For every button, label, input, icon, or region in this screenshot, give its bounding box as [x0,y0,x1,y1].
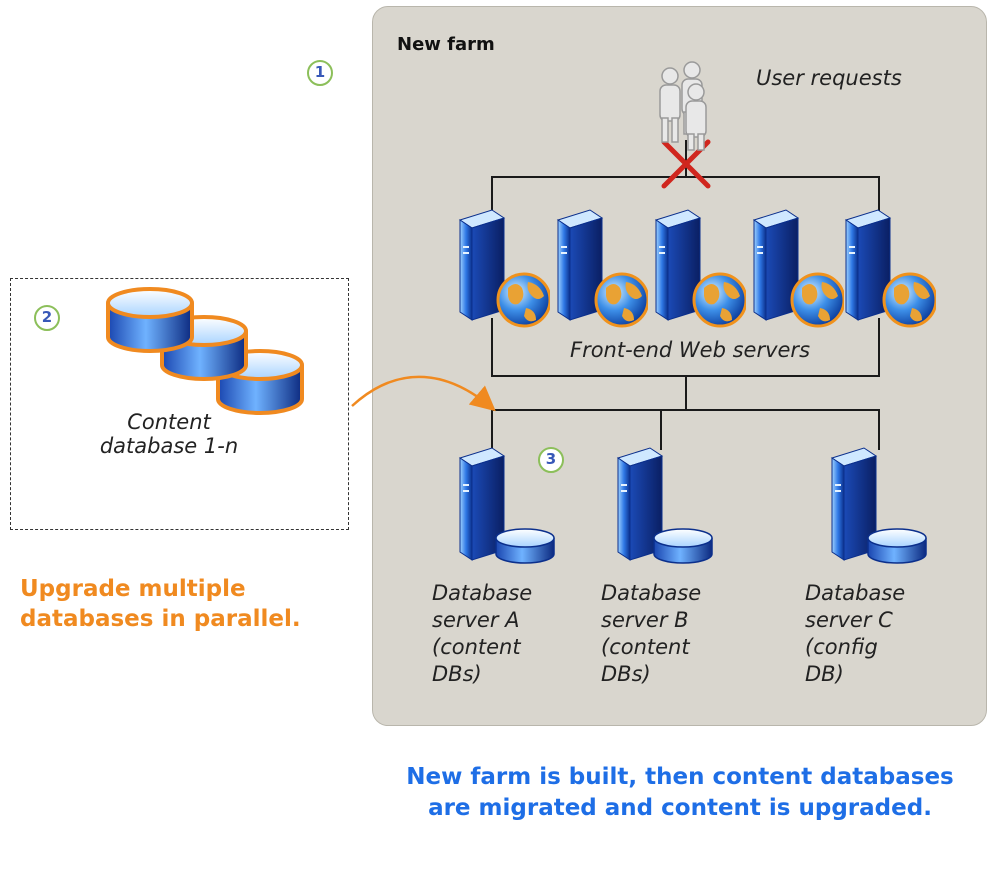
new-farm-container [372,6,987,726]
db-server-a-line-2: server A [432,608,520,632]
database-server-a-label: Database server A (content DBs) [432,580,592,688]
database-server-b-icon [616,447,713,564]
web-server-icon [654,209,746,328]
step-3-badge: 3 [538,447,564,473]
web-server-icon [556,209,648,328]
database-server-b-label: Database server B (content DBs) [601,580,761,688]
parallel-upgrade-note: Upgrade multiple databases in parallel. [20,576,301,632]
database-server-a-icon [458,447,555,564]
migration-arrow [351,375,496,412]
database-server-c-icon [830,447,927,564]
db-server-b-line-1: Database [601,581,702,605]
farm-title: New farm [397,34,495,55]
content-database-group [10,278,349,530]
content-database-icon [106,287,304,415]
db-server-a-line-4: DBs) [432,662,482,686]
db-server-b-line-4: DBs) [601,662,651,686]
users-icon [659,61,707,151]
web-server-icon [752,209,844,328]
web-server-icon [458,209,550,328]
db-server-c-line-4: DB) [805,662,844,686]
step-2-badge: 2 [34,305,60,331]
db-server-b-line-3: (content [601,635,690,659]
front-end-servers-label: Front-end Web servers [569,338,811,362]
web-server-icon [844,209,936,328]
db-server-a-line-1: Database [432,581,533,605]
database-server-c-label: Database server C (config DB) [805,580,965,688]
user-requests-label: User requests [756,66,902,90]
db-server-c-line-3: (config [805,635,878,659]
content-database-label: Content database 1-n [99,410,239,458]
db-server-c-line-2: server C [805,608,893,632]
db-server-a-line-3: (content [432,635,521,659]
db-server-b-line-2: server B [601,608,689,632]
step-1-badge: 1 [307,60,333,86]
db-server-c-line-1: Database [805,581,906,605]
migration-summary-note: New farm is built, then content database… [406,764,954,821]
